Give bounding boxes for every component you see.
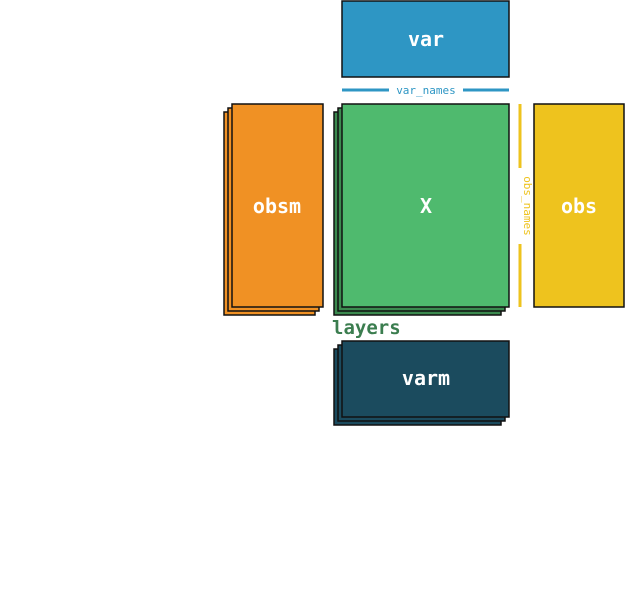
x-label: X <box>420 194 432 218</box>
varm-stack: varm <box>333 340 510 426</box>
var-names-annotation: var_names <box>342 84 509 97</box>
var-block: var <box>341 0 510 78</box>
x-stack: X <box>333 103 510 316</box>
obs-block: obs <box>533 103 625 308</box>
obsm-box <box>231 103 324 308</box>
obs-names-label: obs_names <box>521 176 534 236</box>
obs-box <box>533 103 625 308</box>
var-names-label: var_names <box>396 84 456 97</box>
obsm-label: obsm <box>253 194 301 218</box>
obsm-stack: obsm <box>223 103 324 316</box>
varm-label: varm <box>402 366 450 390</box>
obs-names-annotation: obs_names <box>518 104 534 307</box>
var-label: var <box>408 27 444 51</box>
var-box <box>341 0 510 78</box>
varm-box <box>341 340 510 418</box>
x-box <box>341 103 510 308</box>
layers-label: layers <box>332 317 401 339</box>
obs-label: obs <box>561 194 597 218</box>
